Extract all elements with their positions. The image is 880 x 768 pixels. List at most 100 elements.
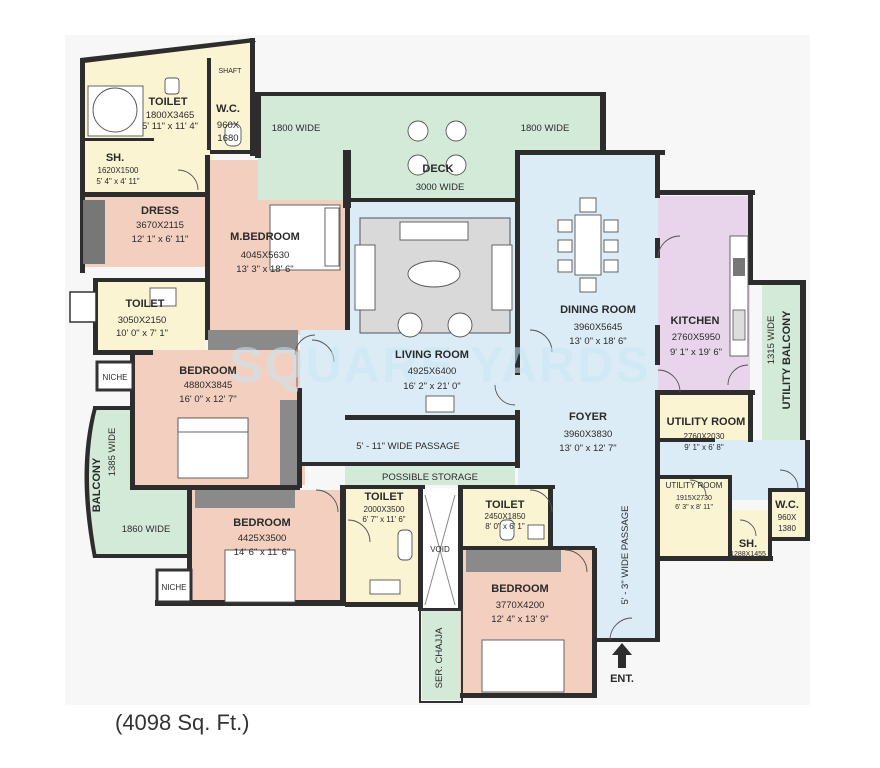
ser-chajja-border [419,609,463,703]
master-bedroom-name: M.BEDROOM [230,231,300,243]
utility-room-2-imp: 6' 3" x 8' 11" [675,504,713,511]
utility-balcony-width: 1315 WIDE [766,316,777,365]
kitchen-dim: 2760X5950 [672,332,721,343]
utility-balcony-name: UTILITY BALCONY [781,310,793,409]
passage-1-label: 5' - 11" WIDE PASSAGE [356,441,460,452]
wc-master-dim2: 1680 [217,133,238,144]
dining-room-name: DINING ROOM [560,304,636,316]
kitchen-imp: 9' 1" x 19' 6" [670,347,722,358]
living-room-imp: 16' 2" x 21' 0" [403,381,460,392]
bedroom-1-name: BEDROOM [179,365,236,377]
toilet-4-name: TOILET [486,499,525,511]
niche-2-label: NICHE [162,583,187,592]
wc-service-dim2: 1380 [778,524,796,533]
wc-master-name: W.C. [216,103,240,115]
foyer-imp: 13' 0" x 12' 7" [559,443,616,454]
foyer-name: FOYER [569,411,607,423]
niche-1-label: NICHE [103,373,128,382]
balcony-width: 1385 WIDE [107,428,118,477]
bedroom-3-dim: 3770X4200 [496,600,545,611]
door-swings [177,169,799,641]
bedroom-3-imp: 12' 4" x 13' 9" [491,614,548,625]
balcony-fill [87,410,190,555]
bedroom-3-bed [481,639,565,693]
toilet-master-dim: 1800X3465 [146,110,195,121]
bedroom-1-wardrobe [280,400,300,485]
tv-unit [425,395,455,413]
utility-room-2-name: UTILITY ROOM [666,481,723,490]
toilet-3-name: TOILET [365,491,404,503]
sofa-left [354,244,376,311]
master-bedroom-imp: 13' 3" x 18' 6" [236,264,293,275]
bedroom-1-imp: 16' 0" x 12' 7" [179,394,236,405]
shower-master-dim: 1620X1500 [98,166,139,175]
shower-service-fill [730,510,770,562]
toilet-4-dim: 2450X1850 [485,512,526,521]
bedroom-2-name: BEDROOM [233,517,290,529]
void-label: VOID [430,545,450,554]
entrance-arrow-icon [612,643,632,668]
furniture [87,77,749,693]
dress-dim: 3670X2115 [136,220,184,231]
ser-chajja-fill [422,610,460,700]
possible-storage-fill [345,465,515,485]
utility-balcony-fill [762,282,802,440]
shower-master-name: SH. [106,152,124,164]
living-room-dim: 4925X6400 [408,366,457,377]
sofa-right [491,244,513,311]
toilet-2-ledge [69,291,97,323]
utility-room-1-imp: 9' 1" x 6' 8" [684,443,724,452]
wc-service-dim1: 960X [778,513,797,522]
utility-room-1-dim: 2760X2030 [684,432,725,441]
bedroom-1-dim: 4880X3845 [184,380,233,391]
utility-room-1-fill [658,394,750,440]
bedroom-3-name: BEDROOM [491,583,548,595]
sofa-top [399,221,469,241]
dress-wardrobe-left [83,200,105,264]
toilet-3-imp: 6' 7" x 11' 6" [362,515,405,524]
utility-room-1-name: UTILITY ROOM [667,416,746,428]
walls [69,38,810,703]
bedroom-2-dim: 4425X3500 [238,533,287,544]
possible-storage-label: POSSIBLE STORAGE [382,472,478,483]
toilet-master-imp: 5' 11" x 11' 4" [142,121,198,132]
room-fills [83,42,805,700]
deck-right-width: 1800 WIDE [521,123,570,134]
bedroom-2-imp: 14' 6" x 11' 6" [234,547,291,558]
wc-service-fill [770,492,805,540]
foyer-dim: 3960X3830 [564,429,613,440]
area-caption: (4098 Sq. Ft.) [115,710,250,735]
ser-chajja-label: SER. CHAJJA [434,627,445,688]
watermark: SQUARE YARDS [229,337,650,393]
toilet-3-dim: 2000X3500 [364,505,405,514]
deck-name: DECK [422,163,453,175]
shaft-label: SHAFT [219,68,243,75]
wc-master-dim1: 960X [217,120,240,131]
deck-width: 3000 WIDE [416,182,465,193]
niche-2-box [155,568,193,604]
toilet-2-imp: 10' 0" x 7' 1" [116,328,168,339]
toilet-2-dim: 3050X2150 [118,315,167,326]
deck-left-width: 1800 WIDE [272,123,321,134]
toilet-2-name: TOILET [126,298,165,310]
bedroom-2-bed [224,549,296,603]
dress-name: DRESS [141,205,179,217]
balcony-width-2: 1860 WIDE [122,524,171,535]
passage-2-label: 5' - 3" WIDE PASSAGE [620,506,631,605]
dining-table [574,214,602,276]
utility-room-2-dim: 1915X2730 [676,495,712,502]
living-room-name: LIVING ROOM [395,349,469,361]
entrance-label: ENT. [610,673,634,685]
master-bedroom-dim: 4045X5630 [241,250,290,261]
utility-room-2-fill [660,478,730,558]
toilet-master-name: TOILET [149,96,188,108]
wc-service-name: W.C. [775,499,799,511]
bedroom-2-wardrobe [195,490,295,508]
bedroom-3-wardrobe [466,550,561,572]
master-wardrobe [208,330,298,350]
room-labels: TOILET 1800X3465 5' 11" x 11' 4" SHAFT W… [91,68,799,688]
coffee-table [407,260,461,288]
kitchen-name: KITCHEN [671,315,720,327]
shower-service-name: SH. [739,538,757,550]
